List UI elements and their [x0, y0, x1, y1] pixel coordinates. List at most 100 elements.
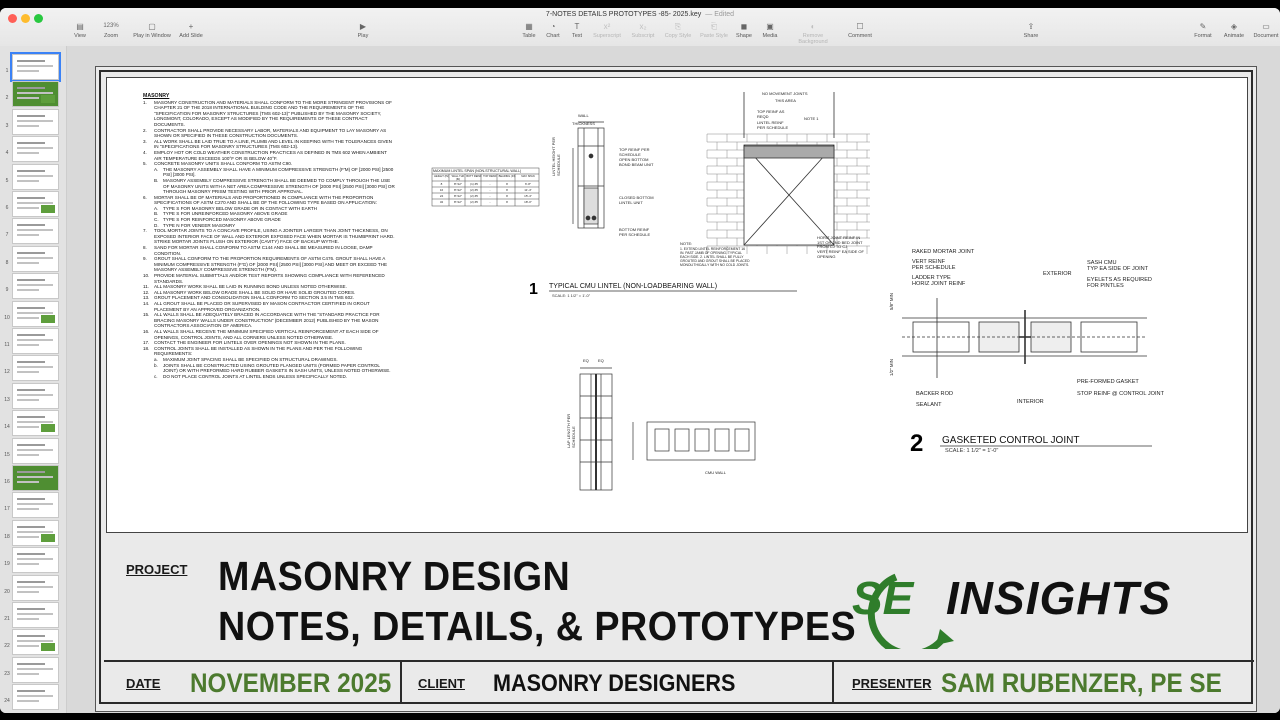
toolbar-label: Document — [1253, 33, 1279, 39]
note-item: c.DO NOT PLACE CONTROL JOINTS AT LINTEL … — [143, 374, 395, 380]
toolbar-paste-style-button[interactable]: ⎗Paste Style — [692, 22, 736, 39]
toolbar-document-button[interactable]: ▭Document — [1244, 22, 1280, 39]
toolbar-label: Animate — [1223, 33, 1245, 39]
label-top-reinf-req: TOP REINF AS REQD — [757, 109, 785, 119]
note-key: 6. — [143, 194, 147, 200]
slide-thumbnail[interactable] — [12, 519, 59, 546]
shape-icon: ◼ — [740, 22, 748, 31]
slide-number: 20 — [4, 588, 10, 595]
label-note-text: 1. EXTEND LINTEL REINFORCEMENT 16 IN. PA… — [680, 247, 750, 267]
label-stop: STOP REINF @ CONTROL JOINT — [1077, 391, 1165, 397]
slide-thumbnail[interactable] — [10, 52, 61, 82]
toolbar-label: Share — [1023, 33, 1039, 39]
table-icon: ▦ — [525, 22, 533, 31]
lintel-table-cell: 8 — [506, 188, 508, 192]
slide[interactable]: MASONRY 1.MASONRY CONSTRUCTION AND MATER… — [95, 66, 1257, 712]
slide-thumbnail[interactable] — [12, 684, 59, 711]
note-item: 18.CONTROL JOINTS SHALL BE INSTALLED AS … — [143, 346, 395, 357]
slide-number: 13 — [4, 396, 10, 403]
note-item: 12.ALL MASONRY WORK BELOW GRADE SHALL BE… — [143, 290, 395, 296]
slide-thumbnail[interactable] — [12, 602, 59, 628]
slide-thumbnail[interactable] — [12, 629, 59, 656]
comment-icon: ☐ — [856, 22, 864, 31]
label-vert-reinf: VERT REINF EA SIDE OF OPENING — [817, 249, 864, 259]
slide-thumbnail[interactable] — [12, 547, 59, 574]
toolbar-view-button[interactable]: ▤View — [58, 22, 102, 39]
slide-thumbnail[interactable] — [12, 382, 59, 409]
slide-thumbnail[interactable] — [12, 328, 59, 354]
note-item: 3.ALL WORK SHALL BE LAID TRUE TO A LINE,… — [143, 139, 395, 150]
note-item: 14.ALL GROUT SHALL BE PLACED OR SUPERVIS… — [143, 301, 395, 312]
minimize-window-button[interactable] — [21, 14, 30, 23]
sidebar-icon: ▤ — [76, 22, 84, 31]
toolbar-label: Shape — [736, 33, 752, 39]
note-item: C.TYPE S FOR REINFORCED MASONRY ABOVE GR… — [143, 217, 395, 223]
slide-thumbnail[interactable] — [12, 218, 59, 245]
label-thickness: THICKNESS — [572, 121, 595, 126]
zoom-window-button[interactable] — [34, 14, 43, 23]
toolbar-remove-background-button[interactable]: ◐Remove Background — [791, 22, 835, 45]
label-cmu-wall: CMU WALL — [705, 470, 726, 475]
note-text: MASONRY CONSTRUCTION AND MATERIALS SHALL… — [154, 99, 392, 127]
note-key: A. — [154, 166, 159, 172]
label-horiz: HORIZ JOINT REINF — [912, 281, 966, 287]
slide-thumbnail[interactable] — [12, 300, 59, 327]
slide-thumbnail[interactable] — [12, 108, 59, 135]
slide-thumbnail[interactable] — [12, 492, 59, 519]
note-key: 12. — [143, 289, 150, 295]
toolbar-zoom-button[interactable]: 123%Zoom — [89, 22, 133, 39]
lintel-table-cell: (2) #5 — [470, 188, 478, 192]
close-window-button[interactable] — [8, 14, 17, 23]
slide-thumbnail[interactable] — [12, 437, 59, 464]
slide-thumbnail[interactable] — [12, 136, 59, 163]
note-item: 6.MORTAR SHALL BE OF MATERIALS AND PROPO… — [143, 195, 395, 206]
toolbar-format-button[interactable]: ✎Format — [1181, 22, 1225, 39]
note-text: PROVIDE MATERIAL SUBMITTALS AND/OR TEST … — [154, 273, 385, 284]
label-eq-1: EQ — [583, 358, 589, 363]
media-icon: ▣ — [766, 22, 774, 31]
superscript-icon: x² — [603, 22, 611, 31]
lintel-table-title: MAXIMUM LINTEL SPAN (NON-STRUCTURAL WALL… — [433, 169, 522, 173]
note-item: b.JOINTS SHALL BE CONSTRUCTED USING GROU… — [143, 363, 395, 374]
toolbar-media-button[interactable]: ▣Media — [748, 22, 792, 39]
toolbar-play-in-window-button[interactable]: ▢Play in Window — [130, 22, 174, 39]
toolbar-copy-style-button[interactable]: ⎘Copy Style — [656, 22, 700, 39]
slide-thumbnail[interactable] — [12, 410, 59, 437]
slide-thumbnail[interactable] — [12, 81, 59, 108]
slide-thumbnail[interactable] — [12, 191, 59, 217]
toolbar-comment-button[interactable]: ☐Comment — [838, 22, 882, 39]
note-item: 2.CONTRACTOR SHALL PROVIDE NECESSARY LAB… — [143, 128, 395, 139]
slide-thumbnail[interactable] — [12, 273, 59, 300]
slide-thumbnail[interactable] — [12, 163, 59, 190]
slide-thumbnail[interactable] — [12, 355, 59, 382]
slide-thumbnail[interactable] — [12, 245, 59, 272]
toolbar-shape-button[interactable]: ◼ Shape — [722, 22, 766, 39]
detail1-number: 1 — [529, 281, 538, 298]
toolbar-play-button[interactable]: ▶Play — [341, 22, 385, 39]
slide-number: 21 — [4, 616, 10, 622]
lintel-elevation-outline — [743, 92, 835, 246]
detail1-title: TYPICAL CMU LINTEL (NON-LOADBEARING WALL… — [549, 283, 718, 290]
lintel-table-header: TOP REINF — [483, 175, 497, 178]
toolbar-chart-button[interactable]: ◔Chart — [531, 22, 575, 39]
label-horiz-joint: HORIZ JOINT REINF IN 1ST OR 2ND BED JOIN… — [817, 235, 863, 250]
slide-thumbnail[interactable] — [12, 656, 59, 683]
slide-thumbnail[interactable] — [12, 465, 59, 491]
toolbar-table-button[interactable]: ▦Table — [507, 22, 551, 39]
toolbar-animate-button[interactable]: ◈Animate — [1212, 22, 1256, 39]
divider-2 — [832, 662, 834, 702]
note-text: ALL MASONRY WORK SHALL BE LAID IN RUNNIN… — [154, 284, 347, 290]
slide-thumbnail[interactable] — [12, 574, 59, 601]
slide-canvas[interactable]: MASONRY 1.MASONRY CONSTRUCTION AND MATER… — [67, 46, 1280, 713]
toolbar-share-button[interactable]: ⇪Share — [1009, 22, 1053, 39]
toolbar-label: Subscript — [631, 33, 655, 39]
note-key: A. — [154, 205, 159, 211]
chart-icon: ◔ — [550, 22, 556, 31]
label-lintel-reinf: LINTEL REINF PER SCHEDULE — [757, 120, 789, 130]
toolbar-add-slide-button[interactable]: +Add Slide — [169, 22, 213, 39]
note-text: CONCRETE MASONRY UNITS SHALL CONFORM TO … — [154, 161, 293, 167]
